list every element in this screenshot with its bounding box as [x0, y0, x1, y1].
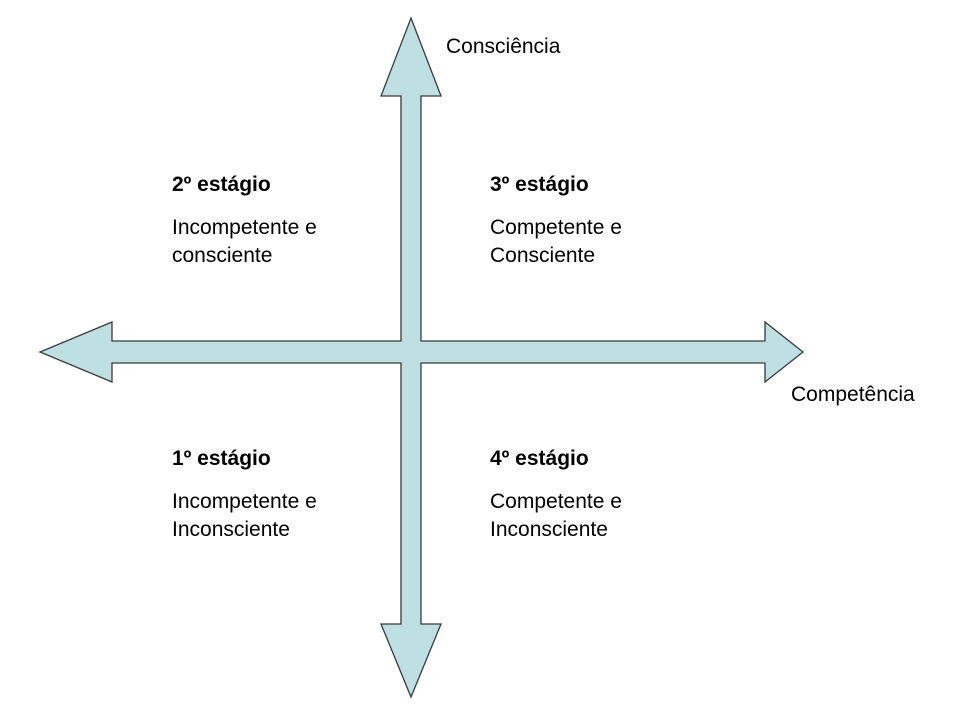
stage-description: Incompetente e Inconsciente: [172, 488, 412, 544]
stage-description: Competente e Consciente: [490, 214, 730, 270]
quadrant-top-right: 3º estágio Competente e Consciente: [490, 172, 730, 270]
double-arrow-cross: [38, 16, 805, 699]
stage-title: 3º estágio: [490, 173, 589, 196]
stage-description-line: consciente: [172, 244, 273, 267]
stage-title: 1º estágio: [172, 447, 271, 470]
stage-description-line: Incompetente e: [172, 490, 317, 513]
quadrant-bottom-right: 4º estágio Competente e Inconsciente: [490, 446, 730, 544]
stage-description-line: Incompetente e: [172, 216, 317, 239]
horizontal-axis-label: Competência: [791, 383, 915, 406]
stage-description-line: Inconsciente: [490, 518, 608, 541]
stage-description-line: Competente e: [490, 216, 622, 239]
stage-description: Incompetente e consciente: [172, 214, 412, 270]
stage-description-line: Competente e: [490, 490, 622, 513]
stage-title: 2º estágio: [172, 173, 271, 196]
stage-title: 4º estágio: [490, 447, 589, 470]
quadrant-bottom-left: 1º estágio Incompetente e Inconsciente: [172, 446, 412, 544]
stage-description-line: Inconsciente: [172, 518, 290, 541]
quadrant-top-left: 2º estágio Incompetente e consciente: [172, 172, 412, 270]
stage-description: Competente e Inconsciente: [490, 488, 730, 544]
vertical-axis-label: Consciência: [446, 35, 561, 58]
stage-description-line: Consciente: [490, 244, 596, 267]
